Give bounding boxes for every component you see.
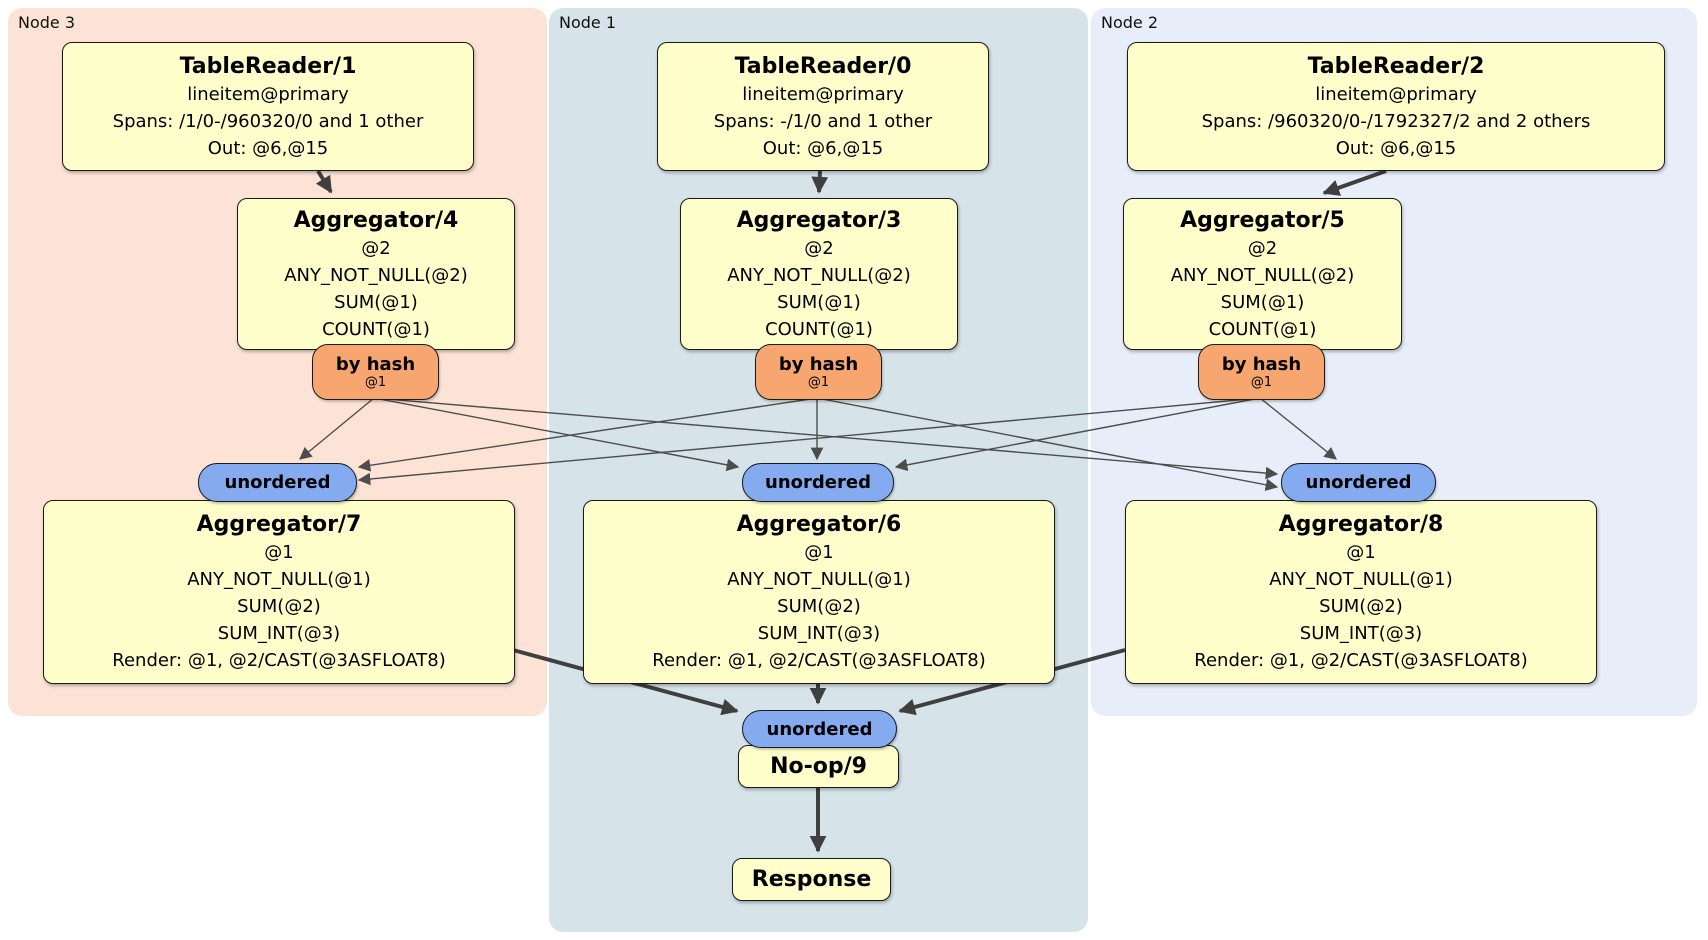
aggregator-6-fn1: ANY_NOT_NULL(@1) — [727, 569, 911, 590]
node3-panel-label: Node 3 — [18, 13, 76, 32]
edge-by-hash-5-to-unordered-left — [357, 397, 1261, 486]
aggregator-8-title: Aggregator/8 — [1278, 512, 1444, 537]
edge-TableReader/1-to-Aggregator/4 — [315, 169, 333, 194]
edge-by-hash-5-to-unordered-mid — [894, 397, 1261, 472]
aggregator-7-fn2: SUM(@2) — [237, 596, 321, 617]
tablereader-2-index: lineitem@primary — [1315, 83, 1477, 105]
response-box: Response — [732, 858, 891, 901]
aggregator-5-fn3: COUNT(@1) — [1208, 318, 1317, 340]
aggregator-7-fn3: SUM_INT(@3) — [217, 623, 341, 644]
edge-by-hash-4-to-unordered-left — [299, 397, 375, 460]
by-hash-router-4: by hash @1 — [312, 344, 439, 400]
aggregator-6-box: Aggregator/6 @1 ANY_NOT_NULL(@1) SUM(@2)… — [583, 500, 1055, 684]
aggregator-5-group: @2 — [1247, 237, 1278, 259]
node1-panel-label: Node 1 — [559, 13, 617, 32]
tablereader-1-index: lineitem@primary — [187, 83, 349, 105]
by-hash-column: @1 — [1250, 375, 1273, 390]
tablereader-2-out: Out: @6,@15 — [1335, 137, 1457, 159]
aggregator-5-title: Aggregator/5 — [1180, 207, 1345, 233]
tablereader-2-box: TableReader/2 lineitem@primary Spans: /9… — [1127, 42, 1665, 171]
edge-by-hash-5-to-unordered-right — [1259, 397, 1337, 460]
unordered-label: unordered — [766, 718, 873, 740]
aggregator-6-render: Render: @1, @2/CAST(@3ASFLOAT8) — [652, 650, 986, 671]
aggregator-7-group: @1 — [264, 542, 294, 563]
aggregator-5-fn2: SUM(@1) — [1220, 291, 1305, 313]
aggregator-7-title: Aggregator/7 — [196, 512, 362, 537]
edge-by-hash-3-to-unordered-right — [816, 397, 1279, 492]
unordered-sync-final: unordered — [742, 710, 897, 748]
aggregator-6-group: @1 — [804, 542, 834, 563]
aggregator-5-fn1: ANY_NOT_NULL(@2) — [1170, 264, 1355, 286]
by-hash-label: by hash — [778, 354, 859, 375]
aggregator-6-fn2: SUM(@2) — [777, 596, 861, 617]
by-hash-router-5: by hash @1 — [1198, 344, 1325, 400]
edge-by-hash-4-to-unordered-mid — [373, 397, 740, 472]
aggregator-6-fn3: SUM_INT(@3) — [757, 623, 881, 644]
aggregator-3-group: @2 — [804, 237, 834, 259]
by-hash-column: @1 — [807, 375, 830, 390]
tablereader-1-title: TableReader/1 — [179, 53, 357, 79]
aggregator-3-fn2: SUM(@1) — [777, 291, 861, 313]
aggregator-4-fn1: ANY_NOT_NULL(@2) — [284, 264, 468, 286]
tablereader-1-out: Out: @6,@15 — [207, 137, 329, 159]
aggregator-7-fn1: ANY_NOT_NULL(@1) — [187, 569, 371, 590]
aggregator-8-render: Render: @1, @2/CAST(@3ASFLOAT8) — [1194, 650, 1528, 671]
aggregator-8-fn1: ANY_NOT_NULL(@1) — [1269, 569, 1453, 590]
edge-by-hash-4-to-unordered-right — [373, 397, 1279, 480]
tablereader-2-title: TableReader/2 — [1307, 53, 1485, 79]
aggregator-4-box: Aggregator/4 @2 ANY_NOT_NULL(@2) SUM(@1)… — [237, 198, 515, 350]
unordered-sync-right: unordered — [1281, 463, 1436, 502]
aggregator-4-title: Aggregator/4 — [293, 207, 459, 233]
aggregator-8-fn2: SUM(@2) — [1319, 596, 1403, 617]
aggregator-4-group: @2 — [361, 237, 391, 259]
aggregator-8-fn3: SUM_INT(@3) — [1299, 623, 1423, 644]
tablereader-0-box: TableReader/0 lineitem@primary Spans: -/… — [657, 42, 989, 171]
by-hash-label: by hash — [335, 354, 416, 375]
aggregator-4-fn3: COUNT(@1) — [322, 318, 430, 340]
aggregator-3-fn1: ANY_NOT_NULL(@2) — [727, 264, 911, 286]
tablereader-0-spans: Spans: -/1/0 and 1 other — [713, 110, 933, 132]
unordered-label: unordered — [765, 472, 871, 493]
aggregator-8-group: @1 — [1346, 542, 1376, 563]
by-hash-label: by hash — [1221, 354, 1302, 375]
tablereader-2-spans: Spans: /960320/0-/1792327/2 and 2 others — [1201, 110, 1591, 132]
aggregator-3-title: Aggregator/3 — [736, 207, 902, 233]
tablereader-0-title: TableReader/0 — [734, 53, 912, 79]
edge-TableReader/0-to-Aggregator/3 — [811, 170, 829, 194]
aggregator-4-fn2: SUM(@1) — [334, 291, 418, 313]
aggregator-7-render: Render: @1, @2/CAST(@3ASFLOAT8) — [112, 650, 446, 671]
edge-TableReader/2-to-Aggregator/5 — [1322, 169, 1387, 196]
by-hash-router-3: by hash @1 — [755, 344, 882, 400]
aggregator-3-box: Aggregator/3 @2 ANY_NOT_NULL(@2) SUM(@1)… — [680, 198, 958, 350]
aggregator-5-box: Aggregator/5 @2 ANY_NOT_NULL(@2) SUM(@1)… — [1123, 198, 1402, 350]
aggregator-8-box: Aggregator/8 @1 ANY_NOT_NULL(@1) SUM(@2)… — [1125, 500, 1597, 684]
noop-9-box: No-op/9 — [738, 745, 899, 788]
by-hash-column: @1 — [364, 375, 387, 390]
response-title: Response — [751, 867, 872, 892]
unordered-label: unordered — [1305, 472, 1412, 493]
aggregator-7-box: Aggregator/7 @1 ANY_NOT_NULL(@1) SUM(@2)… — [43, 500, 515, 684]
unordered-sync-left: unordered — [198, 463, 357, 502]
aggregator-6-title: Aggregator/6 — [736, 512, 902, 537]
unordered-sync-mid: unordered — [742, 463, 894, 502]
node2-panel-label: Node 2 — [1101, 13, 1159, 32]
tablereader-0-out: Out: @6,@15 — [762, 137, 884, 159]
unordered-label: unordered — [224, 472, 331, 493]
tablereader-1-box: TableReader/1 lineitem@primary Spans: /1… — [62, 42, 474, 171]
tablereader-1-spans: Spans: /1/0-/960320/0 and 1 other — [112, 110, 424, 132]
noop-9-title: No-op/9 — [770, 754, 867, 779]
aggregator-3-fn3: COUNT(@1) — [765, 318, 873, 340]
tablereader-0-index: lineitem@primary — [742, 83, 904, 105]
edge-by-hash-3-to-unordered-left — [357, 397, 818, 472]
